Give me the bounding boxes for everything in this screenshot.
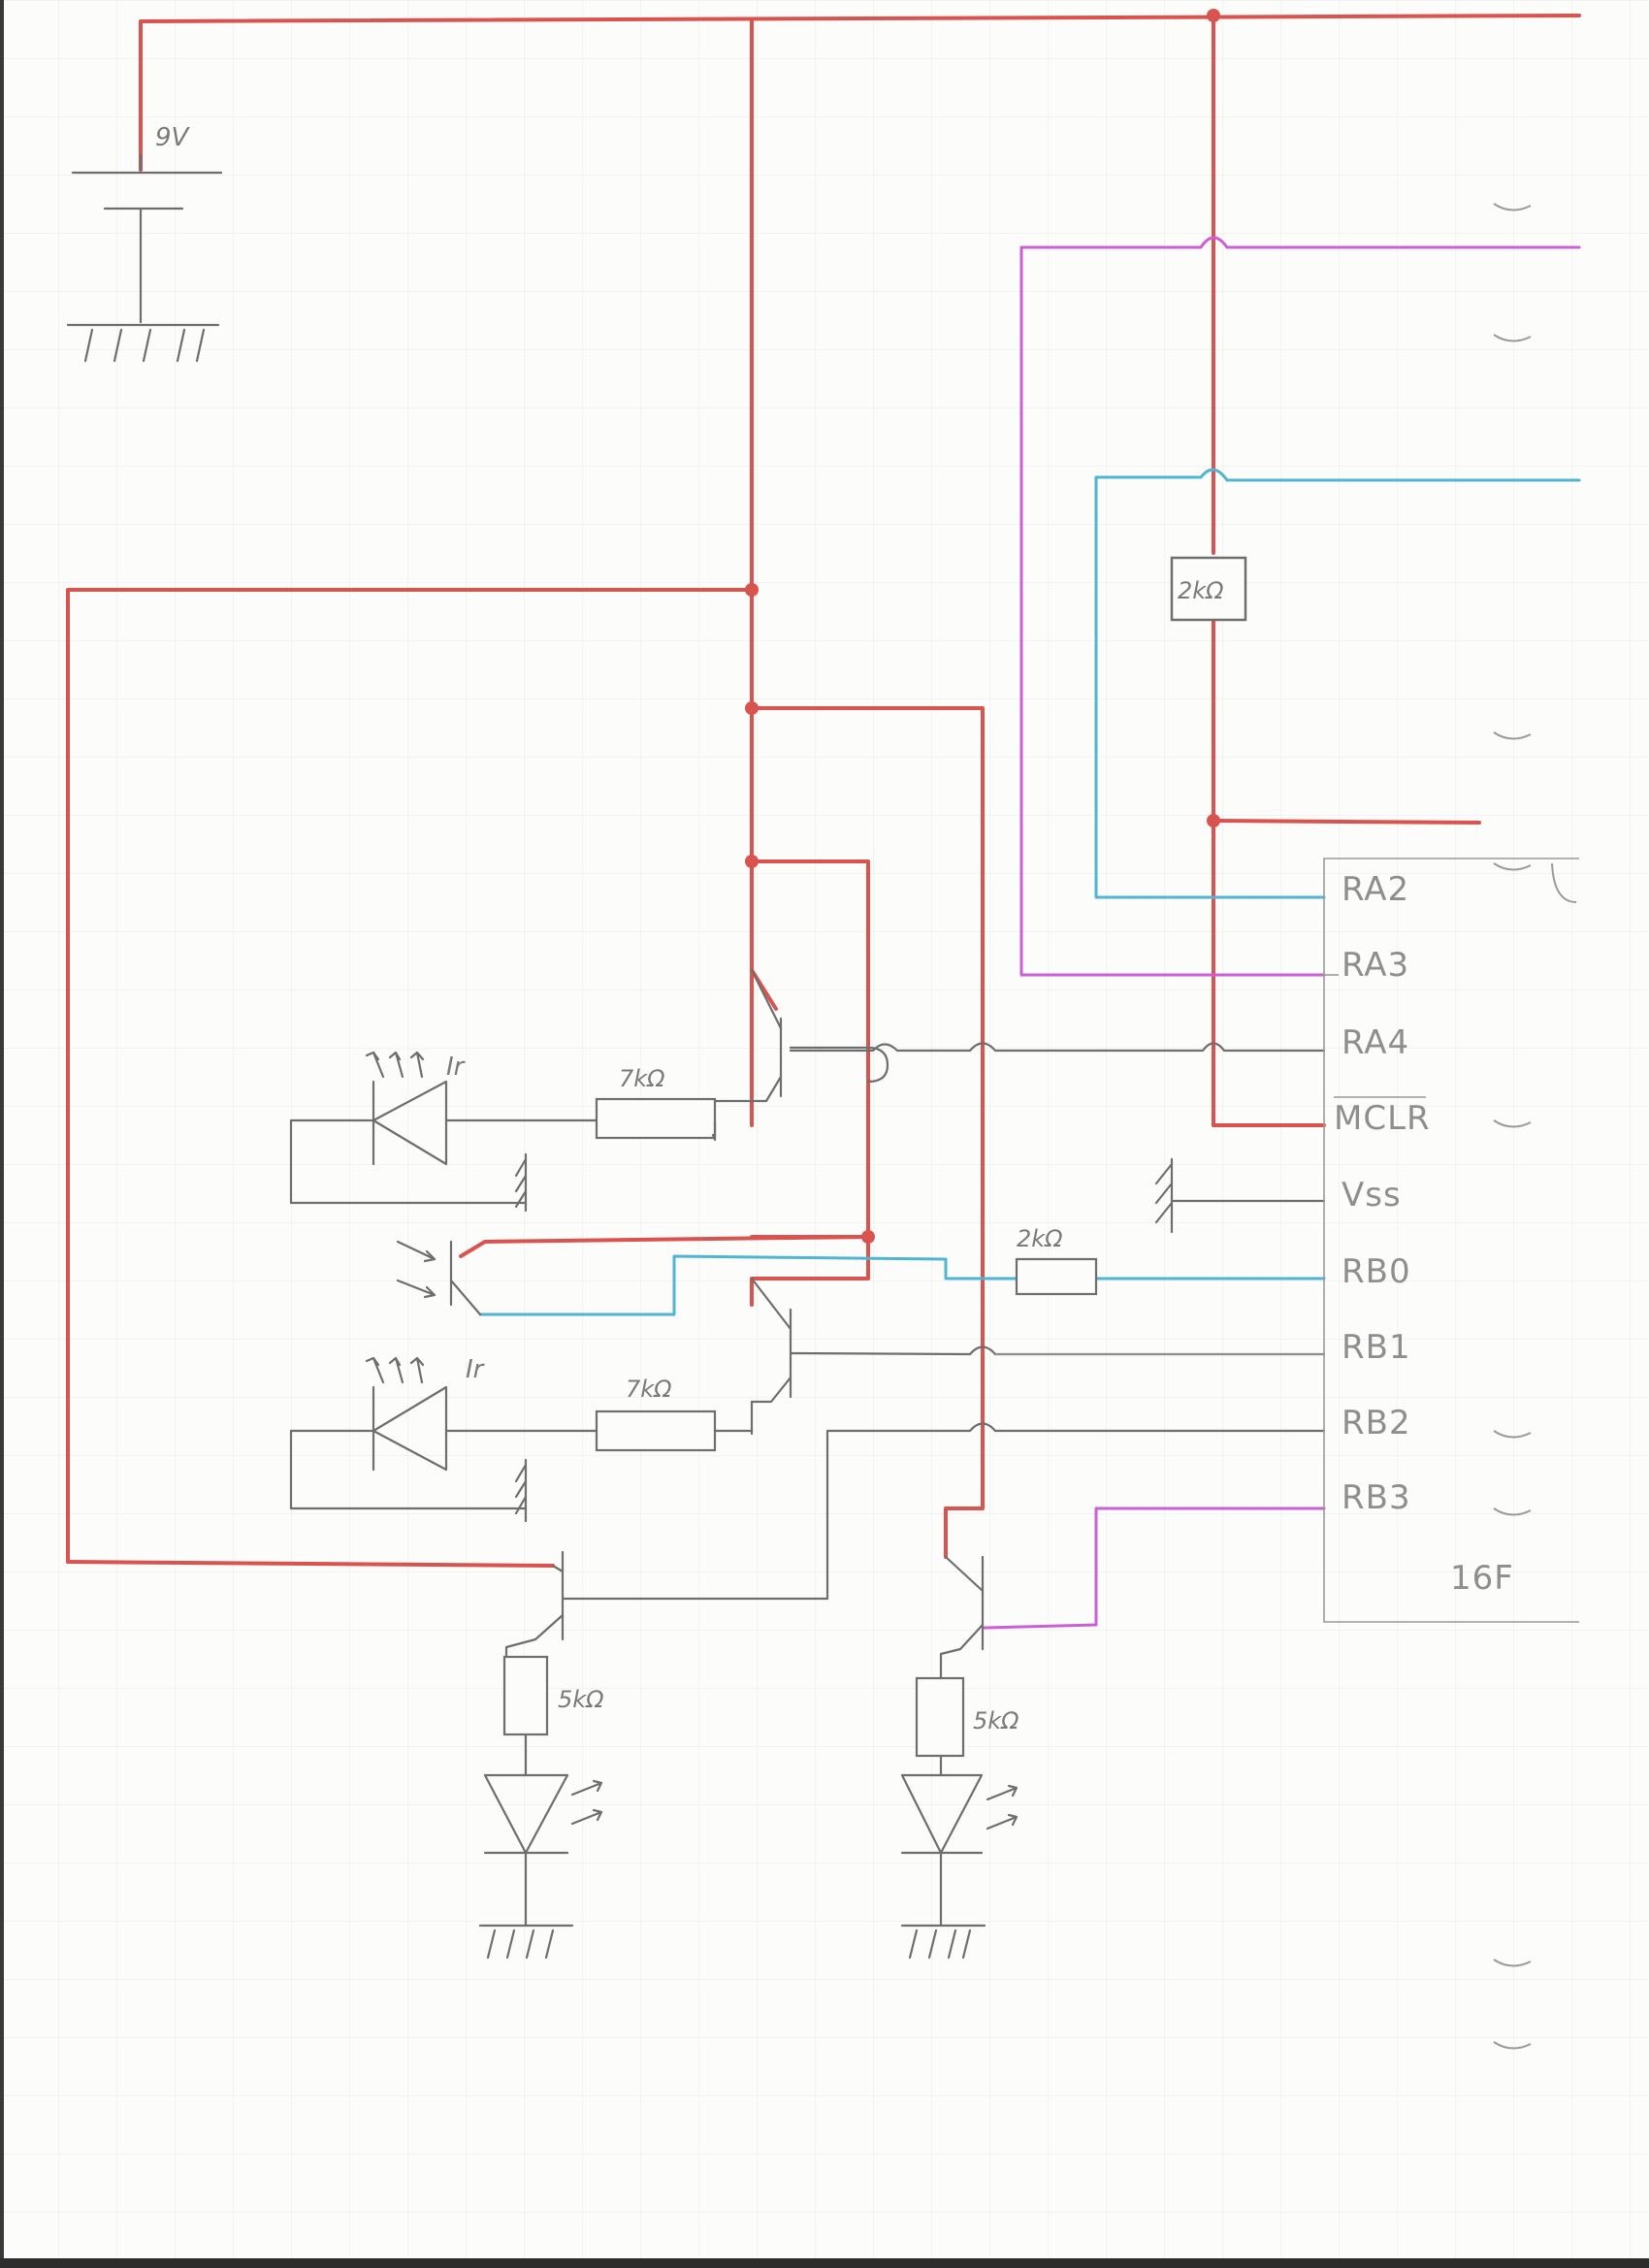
battery-label: 9V	[155, 123, 191, 152]
pin-mclr: MCLR	[1334, 1099, 1431, 1138]
resistor-led1-label: 5kΩ	[558, 1686, 604, 1713]
resistor-rb0: 2kΩ	[1015, 1225, 1098, 1296]
resistor-ir1-label: 7kΩ	[619, 1065, 665, 1092]
resistor-top-right-label: 2kΩ	[1178, 577, 1224, 604]
output-stage-2: 5kΩ	[900, 1555, 1019, 1960]
resistor-ir2: 7kΩ	[595, 1376, 754, 1452]
resistor-rb0-label: 2kΩ	[1017, 1225, 1063, 1252]
binder-holes	[1493, 203, 1577, 2050]
scan-edge-left	[0, 0, 4, 2268]
pin-ra2: RA2	[1342, 870, 1409, 909]
pin-rb2: RB2	[1342, 1404, 1411, 1442]
scan-edge-bottom	[0, 2258, 1649, 2268]
pin-rb1: RB1	[1342, 1328, 1411, 1367]
ir-led-1: Ir	[289, 1051, 598, 1213]
resistor-ir1: 7kΩ	[595, 1065, 717, 1142]
pin-ra4: RA4	[1342, 1023, 1409, 1062]
junction-dots	[745, 9, 1220, 1244]
ir-led-2: Ir	[289, 1355, 598, 1523]
signal-wires	[561, 968, 1326, 1601]
pink-wires	[983, 236, 1581, 1630]
pin-rb3: RB3	[1342, 1478, 1411, 1517]
pin-ra3: RA3	[1342, 946, 1409, 985]
resistor-led2-label: 5kΩ	[973, 1707, 1019, 1734]
ir-led-1-label: Ir	[446, 1053, 467, 1082]
phototransistor	[396, 1235, 870, 1316]
chip-name: 16F	[1450, 1559, 1514, 1598]
microcontroller-16f: RA2 RA3 RA4 MCLR Vss RB0 RB1 RB2 RB3 16F	[1323, 858, 1579, 1623]
pin-vss: Vss	[1342, 1176, 1402, 1215]
pin-rb0: RB0	[1342, 1252, 1411, 1291]
resistor-ir2-label: 7kΩ	[626, 1376, 672, 1403]
battery-9v: 9V	[66, 123, 223, 363]
output-stage-1: 5kΩ	[478, 1550, 604, 1960]
resistor-top-right: 2kΩ	[1170, 556, 1247, 622]
cyan-wires	[478, 468, 1581, 1316]
ir-led-2-label: Ir	[466, 1355, 486, 1384]
